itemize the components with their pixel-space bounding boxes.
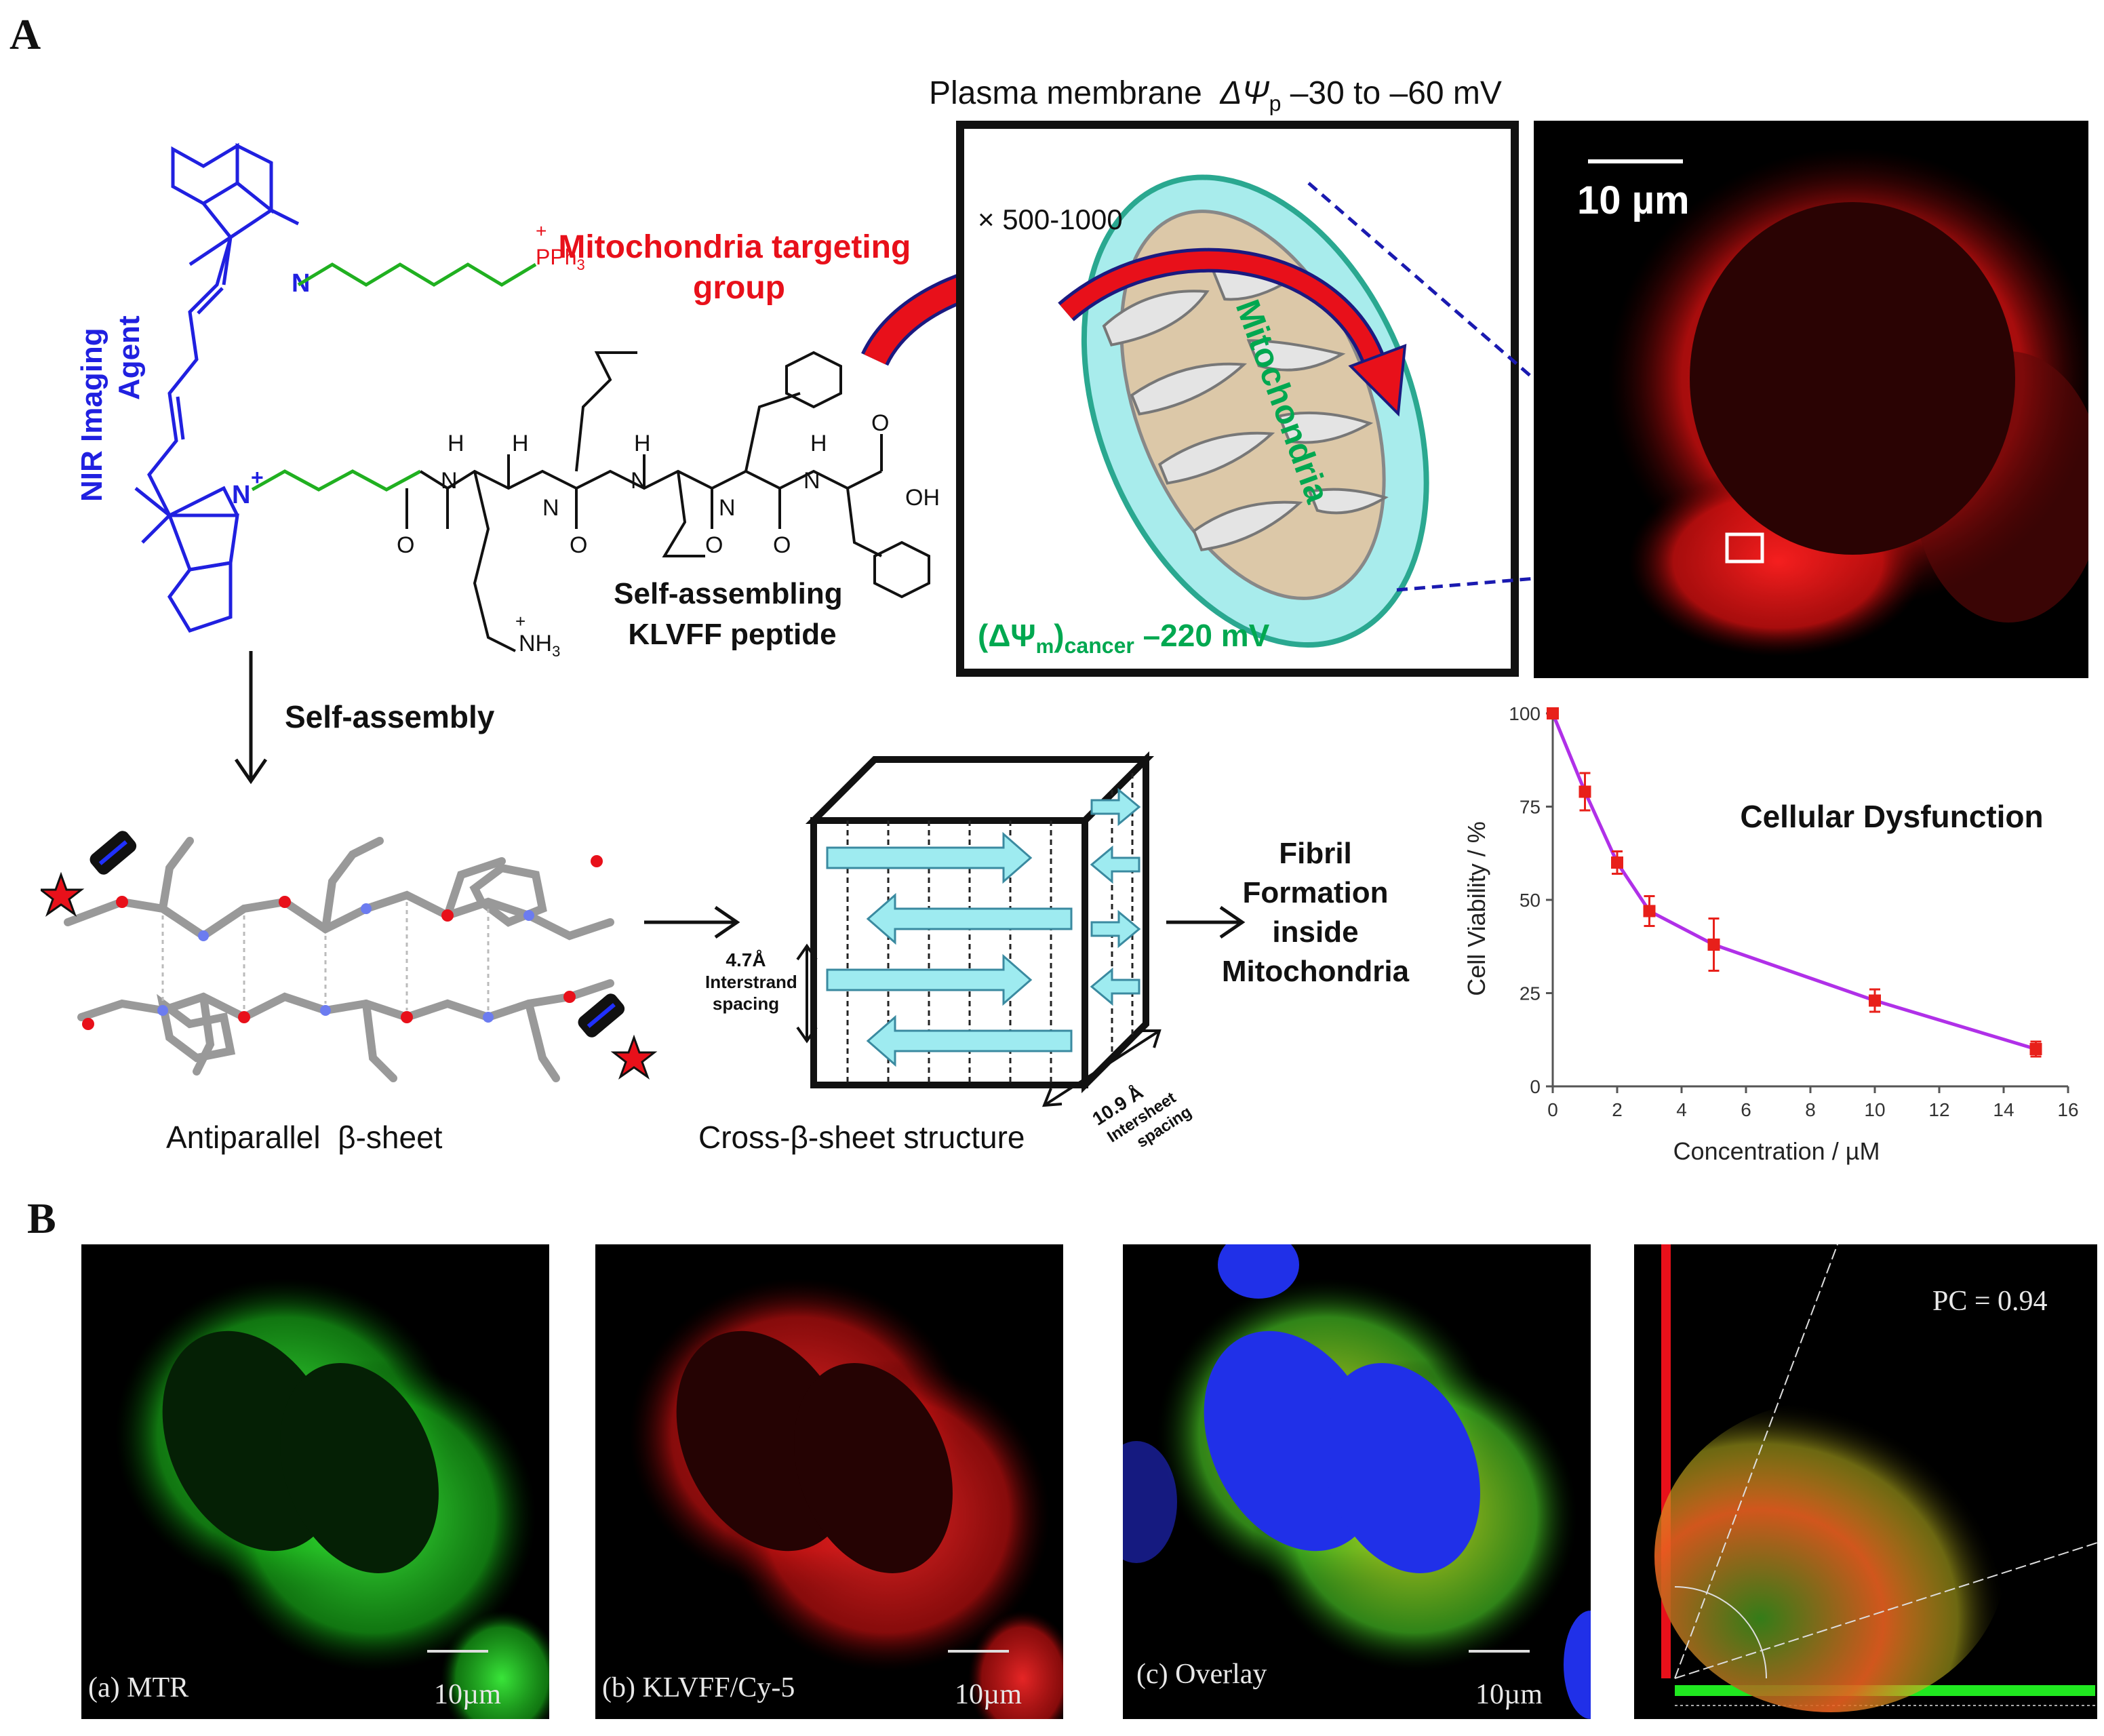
x-tick-label: 6: [1741, 1099, 1751, 1120]
data-point: [1707, 939, 1720, 951]
panel-label-b: B: [27, 1194, 56, 1242]
data-point: [1611, 856, 1623, 869]
x-tick-label: 0: [1547, 1099, 1558, 1120]
interstrand-label: 4.7Å Interstrand spacing: [705, 949, 797, 1014]
pph3-label: PPh3: [536, 245, 585, 273]
data-point: [1869, 994, 1881, 1007]
svg-text:O: O: [570, 532, 587, 558]
indole-bottom: [134, 486, 239, 633]
svg-text:O: O: [705, 532, 723, 558]
y-tick-label: 25: [1520, 983, 1541, 1004]
self-assembly-arrow: [234, 651, 268, 785]
overlay-scale-label: 10µm: [1475, 1679, 1543, 1710]
data-point: [1579, 785, 1591, 798]
klvff-image: (b) KLVFF/Cy-5 10µm: [595, 1244, 1063, 1719]
panel-label-a: A: [9, 10, 41, 58]
mitochondrion-drawing: Mitochondria: [1058, 174, 1429, 648]
indole-top: [171, 142, 300, 285]
y-tick-label: 0: [1530, 1076, 1541, 1097]
mitochondria-box: Mitochondria × 500-1000 (ΔΨm)cancer –220…: [956, 121, 1519, 677]
self-assembly-label: Self-assembly: [285, 699, 495, 734]
molecule-structure: N N + NIR Imaging Agent PPh3 + Mitochond…: [75, 142, 940, 660]
mtr-image: (a) MTR 10µm: [81, 1244, 549, 1719]
antiparallel-beta-sheet: [41, 831, 658, 1082]
chart-xlabel: Concentration / µM: [1673, 1137, 1880, 1165]
x-tick-label: 12: [1928, 1099, 1949, 1120]
polymethine-chain: [147, 237, 233, 517]
intersheet-arrow: [1041, 1029, 1162, 1107]
svg-text:H: H: [448, 431, 464, 456]
x-tick-label: 2: [1612, 1099, 1623, 1120]
targeting-label: Mitochondria targeting group: [558, 229, 919, 306]
y-tick-label: 100: [1509, 703, 1541, 724]
svg-text:N: N: [719, 495, 736, 521]
overlay-label: (c) Overlay: [1136, 1659, 1267, 1690]
svg-text:N: N: [631, 468, 648, 494]
interstrand-arrow: [796, 943, 818, 1044]
n-bottom-atom: N: [232, 481, 250, 509]
svg-text:O: O: [397, 532, 414, 558]
pph3-plus: +: [536, 220, 547, 241]
svg-text:N: N: [441, 468, 458, 494]
antiparallel-label: Antiparallel β-sheet: [166, 1120, 443, 1155]
nh3-label: NH3: [519, 631, 560, 660]
arrow-to-fibril: [1166, 905, 1246, 939]
chart-title: Cellular Dysfunction: [1740, 799, 2043, 834]
y-tick-label: 75: [1520, 797, 1541, 818]
peptide-atoms: H N H N H N N H N O O O O O OH: [397, 410, 940, 558]
svg-text:OH: OH: [905, 485, 940, 511]
data-point: [1547, 707, 1559, 719]
viability-line: [1551, 713, 2037, 1051]
overlay-image: (c) Overlay 10µm: [1123, 1244, 1591, 1719]
peptide-backbone: [405, 351, 930, 652]
klvff-label: (b) KLVFF/Cy-5: [602, 1672, 795, 1703]
intersheet-label: 10.9 Å Intersheet spacing: [1088, 1082, 1195, 1151]
cancer-potential-label: (ΔΨm)cancer –220 mV: [978, 618, 1270, 658]
factor-label: × 500-1000: [978, 203, 1123, 235]
svg-text:O: O: [871, 410, 889, 436]
svg-text:O: O: [773, 532, 791, 558]
peptide-label: Self-assembling KLVFF peptide: [614, 577, 851, 651]
pc-label: PC = 0.94: [1932, 1286, 2048, 1317]
klvff-scale-label: 10µm: [955, 1679, 1022, 1710]
arrow-to-cross-beta: [644, 905, 740, 939]
svg-text:H: H: [512, 431, 529, 456]
y-tick-label: 50: [1520, 890, 1541, 911]
colocalization-scatter: PC = 0.94: [1634, 1244, 2097, 1719]
svg-text:H: H: [810, 431, 827, 456]
svg-text:N: N: [803, 468, 820, 494]
x-tick-label: 14: [1993, 1099, 2014, 1120]
cross-beta-label: Cross-β-sheet structure: [698, 1120, 1025, 1155]
x-tick-label: 8: [1805, 1099, 1816, 1120]
viability-chart: 0 2 4 6 8 10 12 14 16 0 25 50 75 100 Cellular Dysfunc…: [1463, 703, 2079, 1165]
nir-label: NIR Imaging Agent: [75, 315, 146, 502]
mtr-scale-label: 10µm: [434, 1679, 501, 1710]
x-tick-label: 16: [2057, 1099, 2078, 1120]
x-tick-label: 4: [1676, 1099, 1687, 1120]
mtr-label: (a) MTR: [88, 1672, 189, 1703]
cell-fluorescence-image: 10 µm: [1534, 121, 2088, 678]
green-linker-top: [297, 262, 537, 287]
svg-text:H: H: [634, 431, 651, 456]
data-point: [2029, 1043, 2042, 1055]
green-linker-bottom: [251, 469, 422, 492]
nh3-plus: +: [515, 611, 525, 631]
data-point: [1643, 905, 1656, 918]
svg-text:N: N: [542, 495, 559, 521]
cell-scale-label: 10 µm: [1577, 178, 1690, 222]
chart-ylabel: Cell Viability / %: [1463, 821, 1490, 995]
fibril-label: Fibril Formation inside Mitochondria: [1221, 837, 1410, 988]
x-tick-label: 10: [1864, 1099, 1885, 1120]
cross-beta-cube: [805, 751, 1155, 1094]
membrane-title: Plasma membrane ΔΨp –30 to –60 mV: [929, 75, 1502, 116]
